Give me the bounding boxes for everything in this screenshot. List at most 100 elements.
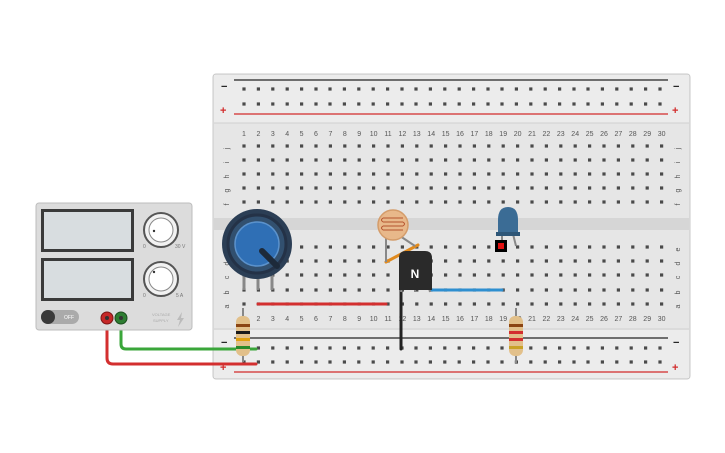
hole-i14[interactable] <box>429 158 433 162</box>
hole-j13[interactable] <box>415 144 419 148</box>
hole-g20[interactable] <box>516 186 520 190</box>
hole-f6[interactable] <box>314 200 318 204</box>
rail-hole[interactable] <box>658 87 662 91</box>
hole-a20[interactable] <box>516 302 520 306</box>
rail-hole[interactable] <box>328 102 332 106</box>
hole-a15[interactable] <box>444 302 448 306</box>
hole-j12[interactable] <box>400 144 404 148</box>
hole-f13[interactable] <box>415 200 419 204</box>
hole-f19[interactable] <box>501 200 505 204</box>
rail-hole[interactable] <box>428 102 432 106</box>
rail-hole[interactable] <box>386 102 390 106</box>
hole-j24[interactable] <box>573 144 577 148</box>
hole-e25[interactable] <box>588 245 592 249</box>
hole-h3[interactable] <box>271 172 275 176</box>
rail-hole[interactable] <box>529 102 533 106</box>
hole-h13[interactable] <box>415 172 419 176</box>
hole-d25[interactable] <box>588 259 592 263</box>
hole-j15[interactable] <box>444 144 448 148</box>
rail-hole[interactable] <box>457 346 461 350</box>
rail-hole[interactable] <box>285 346 289 350</box>
rail-hole[interactable] <box>486 87 490 91</box>
hole-b30[interactable] <box>660 288 664 292</box>
rail-hole[interactable] <box>600 360 604 364</box>
rail-hole[interactable] <box>300 346 304 350</box>
rail-hole[interactable] <box>414 360 418 364</box>
hole-i2[interactable] <box>256 158 260 162</box>
hole-b22[interactable] <box>544 288 548 292</box>
hole-i17[interactable] <box>472 158 476 162</box>
hole-j11[interactable] <box>386 144 390 148</box>
hole-f28[interactable] <box>631 200 635 204</box>
hole-d24[interactable] <box>573 259 577 263</box>
hole-h19[interactable] <box>501 172 505 176</box>
rail-hole[interactable] <box>357 360 361 364</box>
hole-h17[interactable] <box>472 172 476 176</box>
hole-e11[interactable] <box>386 245 390 249</box>
rail-hole[interactable] <box>558 360 562 364</box>
rail-hole[interactable] <box>644 87 648 91</box>
rail-hole[interactable] <box>500 360 504 364</box>
hole-a27[interactable] <box>616 302 620 306</box>
hole-e27[interactable] <box>616 245 620 249</box>
hole-g26[interactable] <box>602 186 606 190</box>
hole-f25[interactable] <box>588 200 592 204</box>
rail-hole[interactable] <box>371 102 375 106</box>
hole-a19[interactable] <box>501 302 505 306</box>
hole-c26[interactable] <box>602 273 606 277</box>
rail-hole[interactable] <box>386 87 390 91</box>
hole-i29[interactable] <box>645 158 649 162</box>
hole-e7[interactable] <box>328 245 332 249</box>
rail-hole[interactable] <box>271 87 275 91</box>
hole-h16[interactable] <box>458 172 462 176</box>
rail-hole[interactable] <box>472 102 476 106</box>
hole-f26[interactable] <box>602 200 606 204</box>
hole-a29[interactable] <box>645 302 649 306</box>
rail-hole[interactable] <box>644 102 648 106</box>
hole-h22[interactable] <box>544 172 548 176</box>
hole-a1[interactable] <box>242 302 246 306</box>
rail-hole[interactable] <box>314 87 318 91</box>
hole-e12[interactable] <box>400 245 404 249</box>
hole-d10[interactable] <box>372 259 376 263</box>
rail-hole[interactable] <box>529 360 533 364</box>
rail-hole[interactable] <box>285 87 289 91</box>
hole-i24[interactable] <box>573 158 577 162</box>
rail-hole[interactable] <box>314 360 318 364</box>
rail-hole[interactable] <box>242 87 246 91</box>
hole-e10[interactable] <box>372 245 376 249</box>
hole-b9[interactable] <box>357 288 361 292</box>
rail-hole[interactable] <box>615 346 619 350</box>
hole-h21[interactable] <box>530 172 534 176</box>
hole-e21[interactable] <box>530 245 534 249</box>
hole-a11[interactable] <box>386 302 390 306</box>
hole-h26[interactable] <box>602 172 606 176</box>
hole-i28[interactable] <box>631 158 635 162</box>
hole-h4[interactable] <box>285 172 289 176</box>
rail-hole[interactable] <box>543 87 547 91</box>
hole-g21[interactable] <box>530 186 534 190</box>
rail-hole[interactable] <box>443 102 447 106</box>
hole-j7[interactable] <box>328 144 332 148</box>
hole-j3[interactable] <box>271 144 275 148</box>
hole-a21[interactable] <box>530 302 534 306</box>
hole-e8[interactable] <box>343 245 347 249</box>
rail-hole[interactable] <box>357 102 361 106</box>
rail-hole[interactable] <box>271 346 275 350</box>
breadboard-holes[interactable] <box>242 87 664 364</box>
hole-f18[interactable] <box>487 200 491 204</box>
hole-d28[interactable] <box>631 259 635 263</box>
rail-hole[interactable] <box>314 346 318 350</box>
hole-i8[interactable] <box>343 158 347 162</box>
hole-j4[interactable] <box>285 144 289 148</box>
rail-hole[interactable] <box>644 346 648 350</box>
hole-d27[interactable] <box>616 259 620 263</box>
hole-c6[interactable] <box>314 273 318 277</box>
hole-h20[interactable] <box>516 172 520 176</box>
rail-hole[interactable] <box>572 360 576 364</box>
rail-hole[interactable] <box>644 360 648 364</box>
hole-e14[interactable] <box>429 245 433 249</box>
hole-g7[interactable] <box>328 186 332 190</box>
hole-j17[interactable] <box>472 144 476 148</box>
hole-j27[interactable] <box>616 144 620 148</box>
